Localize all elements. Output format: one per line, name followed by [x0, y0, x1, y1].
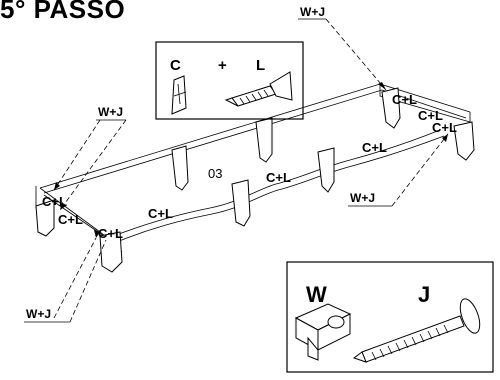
legend-w-letter: W: [306, 282, 327, 307]
callout-right-mid: W+J: [348, 133, 449, 207]
callout-label: W+J: [26, 307, 51, 321]
callout-label: W+J: [350, 191, 375, 205]
legend-j-letter: J: [418, 282, 430, 307]
long-screw-icon: [352, 298, 481, 363]
small-screw-icon: [224, 71, 293, 107]
fastener-labels: C+L C+L C+L C+L C+L C+L C+L C+L C+L: [42, 92, 457, 241]
fastener-label: C+L: [392, 92, 417, 107]
corner-bracket-icon: [171, 75, 187, 115]
fastener-label: C+L: [362, 140, 387, 155]
leader-arrows: [54, 82, 448, 238]
legend-box-c-l: C + L: [155, 41, 304, 120]
fastener-label: C+L: [432, 120, 457, 135]
fastener-label: C+L: [42, 194, 67, 209]
legend-box-w-j: W J: [286, 261, 494, 373]
callout-label: W+J: [300, 5, 325, 19]
fastener-label: C+L: [58, 212, 83, 227]
legend-l-letter: L: [256, 57, 265, 74]
fastener-label: C+L: [418, 108, 443, 123]
fastener-label: C+L: [98, 226, 123, 241]
legend-plus: +: [218, 57, 227, 74]
legend-c-letter: C: [170, 57, 181, 74]
center-number: 03: [208, 166, 222, 181]
callout-bottom-left: W+J: [24, 237, 107, 323]
fastener-label: C+L: [266, 170, 291, 185]
support-legs: [35, 87, 475, 273]
fastener-label: C+L: [148, 206, 173, 221]
callout-top-right: W+J: [298, 5, 387, 91]
callout-label: W+J: [98, 105, 123, 119]
connector-block-icon: [294, 303, 352, 361]
callout-left: W+J: [53, 105, 127, 211]
step-title: 5° PASSO: [0, 0, 126, 24]
